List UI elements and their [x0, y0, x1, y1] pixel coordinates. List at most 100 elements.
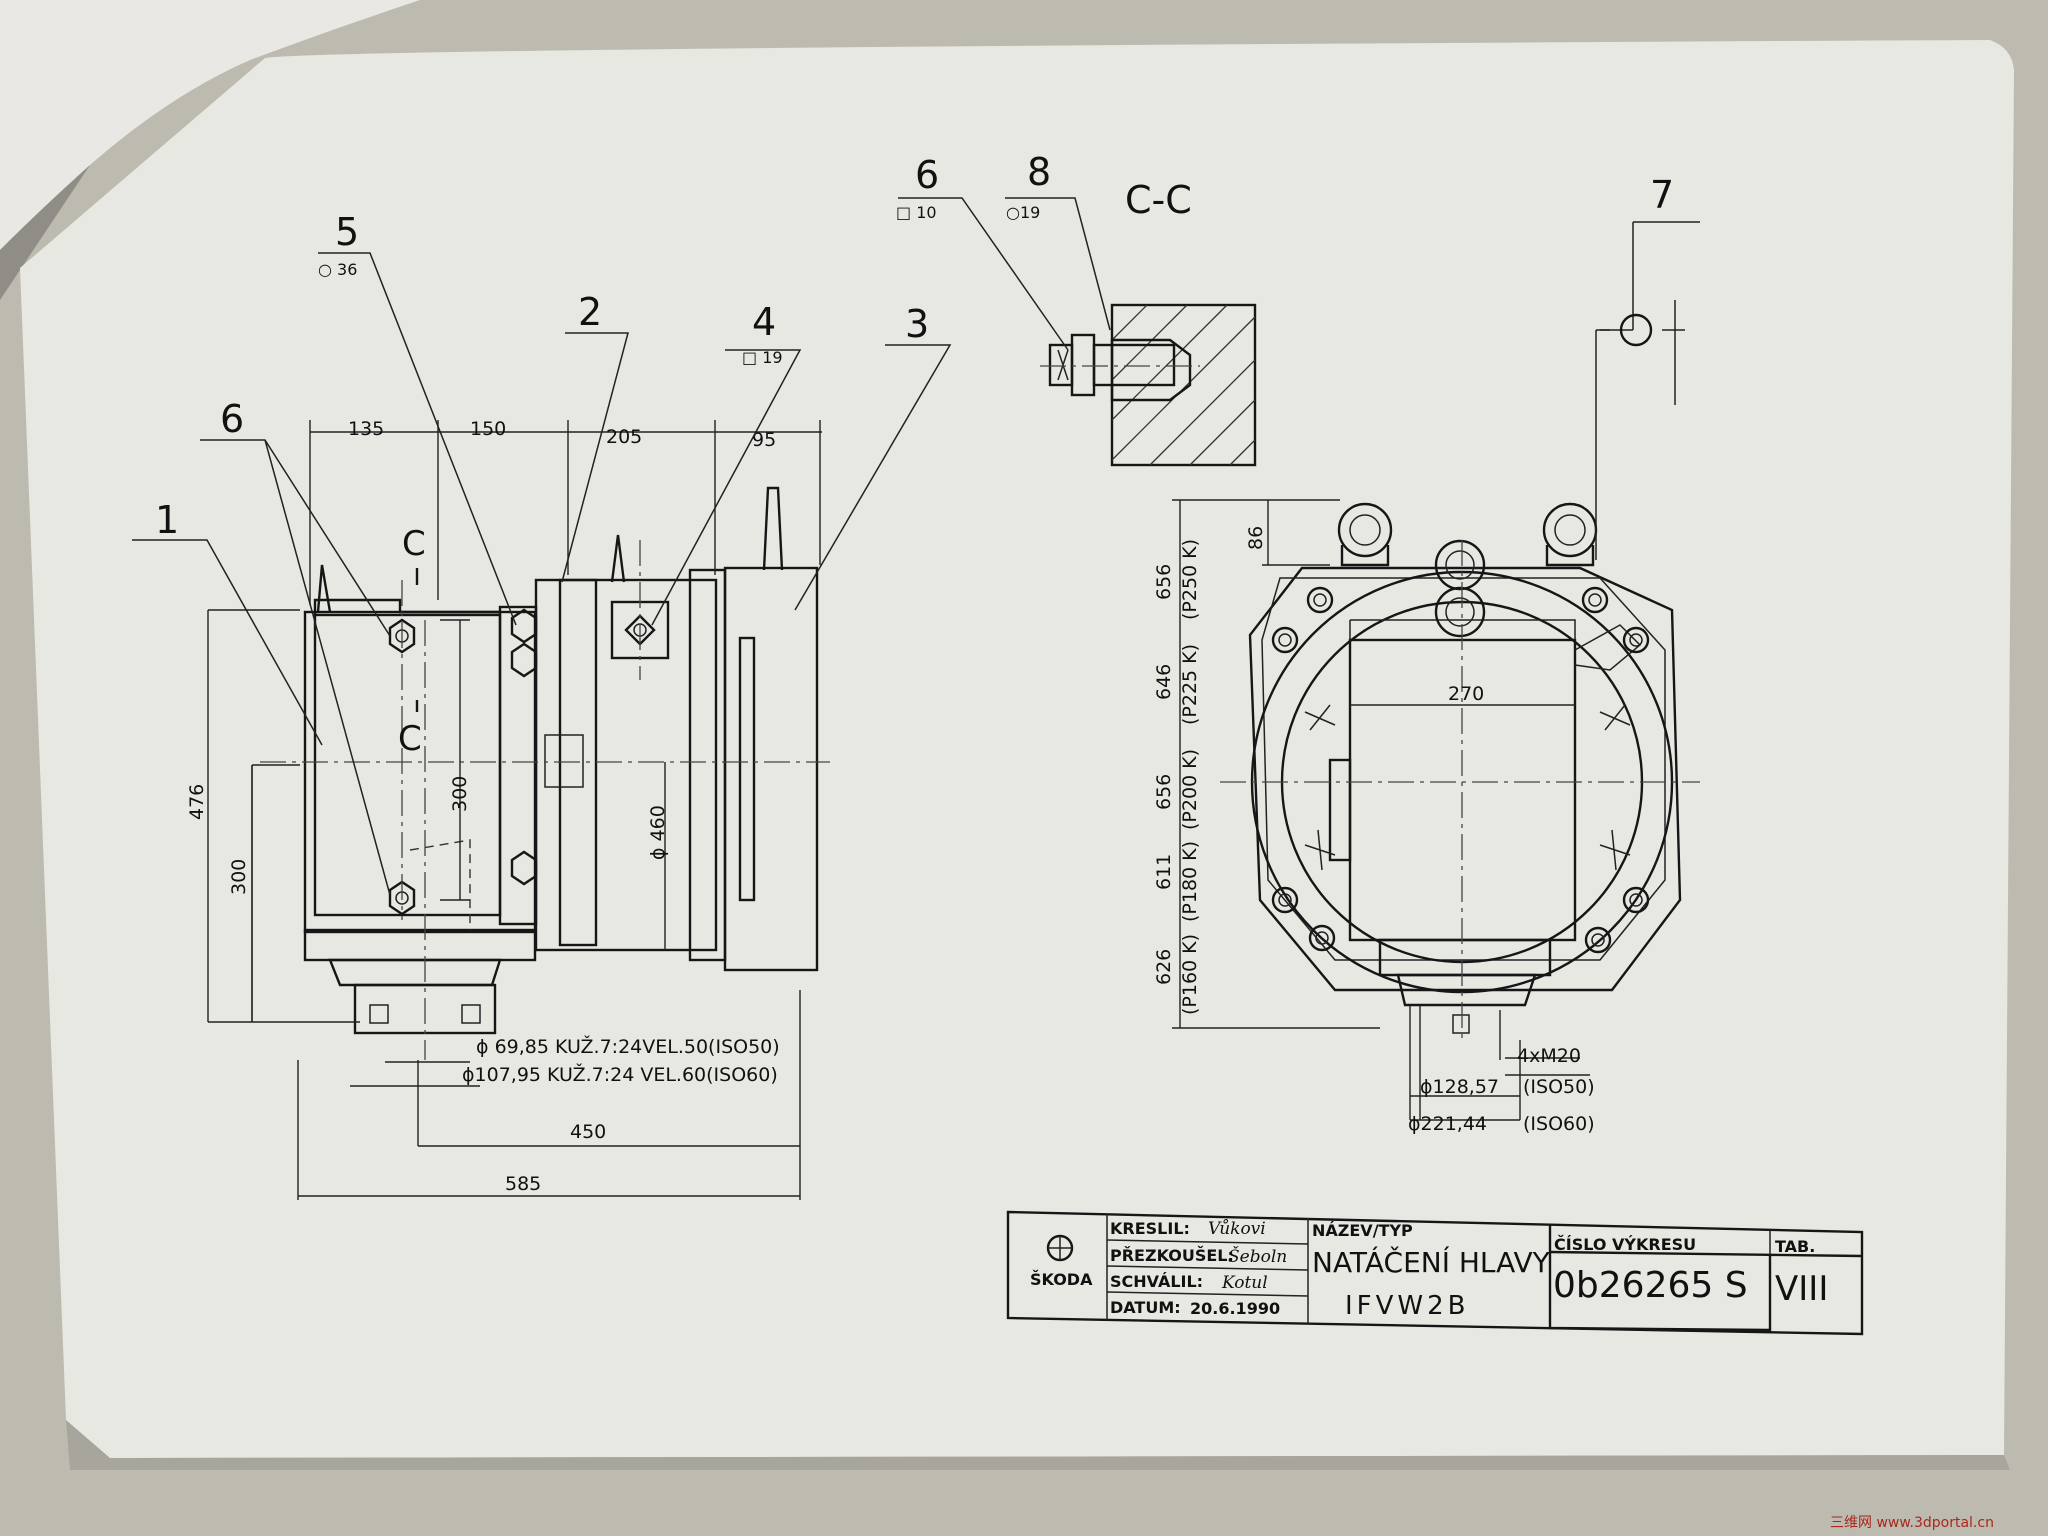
leader-8	[1005, 197, 1111, 331]
signature-prezkousel: Šeboln	[1228, 1246, 1287, 1267]
dim-p180: (P180 K)	[1179, 841, 1201, 922]
callout-6-spec: □ 10	[896, 203, 937, 222]
callout-5-spec: ○ 36	[318, 260, 357, 279]
dim-p250: (P250 K)	[1179, 539, 1201, 620]
bracket-pin	[316, 564, 332, 613]
lifting-eye-left	[610, 534, 626, 583]
tapped-hole	[1110, 338, 1192, 402]
dim-86: 86	[1245, 526, 1267, 550]
dim-611: 611	[1153, 854, 1175, 890]
signature-schvalil: Kotul	[1221, 1273, 1268, 1293]
callout-4: 4	[752, 300, 776, 344]
section-cc-detail: 6 □ 10 8 ○19 C-C	[896, 150, 1257, 467]
bolt-holes	[1271, 586, 1650, 954]
callout-8: 8	[1027, 150, 1051, 194]
left-side-view	[260, 486, 830, 1060]
dim-4xm20: 4xM20	[1517, 1045, 1581, 1067]
callout-6-section: 6	[915, 153, 939, 197]
callout-6-left: 6	[220, 397, 244, 441]
flange-inner-edge	[1261, 577, 1666, 961]
callout-3: 3	[905, 302, 929, 346]
lifting-eyes	[1337, 502, 1598, 638]
dim-p200: (P200 K)	[1179, 749, 1201, 830]
gear-housing	[534, 578, 718, 952]
dim-656-top: 656	[1153, 564, 1175, 600]
dim-205: 205	[606, 426, 642, 448]
dim-626: 626	[1153, 949, 1175, 985]
left-callouts: 1 2 3 4 □ 19 5 ○ 36 6 C C	[132, 210, 952, 896]
dim-135: 135	[348, 418, 384, 440]
spindle-end	[1396, 973, 1537, 1007]
tab-label: TAB.	[1775, 1237, 1815, 1256]
nazev-label: NÁZEV/TYP	[1312, 1221, 1413, 1240]
callout-1: 1	[155, 498, 179, 542]
section-mark-top: C	[402, 524, 426, 564]
kreslil-label: KRESLIL:	[1110, 1219, 1190, 1238]
dim-128-57: ϕ128,57	[1420, 1076, 1499, 1098]
left-dimensions: 135 150 205 95 476 300 300 ϕ 460 450 585…	[186, 418, 822, 1200]
square-symbol	[1057, 349, 1069, 381]
schvalil-label: SCHVÁLIL:	[1110, 1272, 1203, 1291]
leader-6	[898, 197, 1069, 351]
section-mark-bottom: C	[398, 719, 422, 759]
skoda-logo-text: ŠKODA	[1030, 1270, 1093, 1289]
callout-2: 2	[578, 290, 602, 334]
drawing-type: IFVW2B	[1345, 1291, 1470, 1321]
sheet-edge-shadow	[66, 1420, 2010, 1470]
dim-270: 270	[1448, 683, 1484, 705]
dim-diameter-460: ϕ 460	[647, 805, 669, 860]
dim-iso50: (ISO50)	[1523, 1076, 1595, 1098]
section-label: C-C	[1125, 178, 1192, 222]
tab-value: VIII	[1775, 1269, 1828, 1309]
title-block: ŠKODA KRESLIL: PŘEZKOUŠEL: SCHVÁLIL: DAT…	[1006, 1210, 1864, 1336]
dim-iso60: (ISO60)	[1523, 1113, 1595, 1135]
drawing-number: 0b26265 S	[1553, 1265, 1748, 1306]
head-top	[1349, 619, 1576, 640]
dim-656-mid: 656	[1153, 774, 1175, 810]
callout-5: 5	[335, 210, 359, 254]
datum-value: 20.6.1990	[1190, 1299, 1280, 1318]
cislo-label: ČÍSLO VÝKRESU	[1554, 1235, 1696, 1254]
ring-groove	[738, 636, 756, 902]
drawing-sheet	[20, 40, 2014, 1458]
dim-585: 585	[505, 1173, 541, 1195]
skoda-logo: ŠKODA	[1030, 1234, 1093, 1289]
signature-kreslil: Vůkovi	[1208, 1219, 1266, 1239]
taper-iso60-spec: ϕ107,95 KUŽ.7:24 VEL.60(ISO60)	[462, 1063, 778, 1086]
index-marks	[1304, 704, 1631, 871]
side-cover	[1328, 758, 1352, 862]
dim-476: 476	[186, 784, 208, 820]
dim-p160: (P160 K)	[1179, 934, 1201, 1015]
right-end-view: 7	[1220, 173, 1700, 1040]
leader-7	[1595, 221, 1700, 560]
datum-label: DATUM:	[1110, 1298, 1181, 1317]
spindle-base	[1378, 938, 1552, 977]
spindle-key	[1452, 1014, 1470, 1034]
top-bracket	[313, 598, 500, 615]
dim-150: 150	[470, 418, 506, 440]
stud	[1092, 343, 1176, 387]
drive-key-left	[369, 1004, 389, 1024]
callout-4-spec: □ 19	[742, 348, 783, 367]
prezkousel-label: PŘEZKOUŠEL:	[1110, 1246, 1234, 1265]
dim-221-44: ϕ221,44	[1408, 1113, 1487, 1135]
dim-p225: (P225 K)	[1179, 644, 1201, 725]
right-dimensions: 86 270 656 (P250 K) 646 (P225 K) 656 (P2…	[1153, 499, 1595, 1135]
dim-646: 646	[1153, 664, 1175, 700]
rotary-ring	[723, 566, 819, 972]
nipple-symbol	[1600, 300, 1685, 405]
dim-300-inner: 300	[449, 776, 471, 812]
grease-nipple	[1619, 313, 1653, 347]
dim-300-outer: 300	[228, 859, 250, 895]
lifting-eye-right	[762, 486, 784, 571]
dim-95: 95	[752, 429, 776, 451]
taper-iso50-spec: ϕ 69,85 KUŽ.7:24VEL.50(ISO50)	[476, 1035, 780, 1058]
dim-450: 450	[570, 1121, 606, 1143]
callout-8-spec: ○19	[1006, 203, 1040, 222]
callout-7: 7	[1650, 173, 1674, 217]
drawing-title: NATÁČENÍ HLAVY	[1312, 1245, 1551, 1279]
watermark: 三维网 www.3dportal.cn	[1830, 1515, 1994, 1531]
octagon-flange	[1248, 566, 1682, 992]
drive-key-right	[461, 1004, 481, 1024]
